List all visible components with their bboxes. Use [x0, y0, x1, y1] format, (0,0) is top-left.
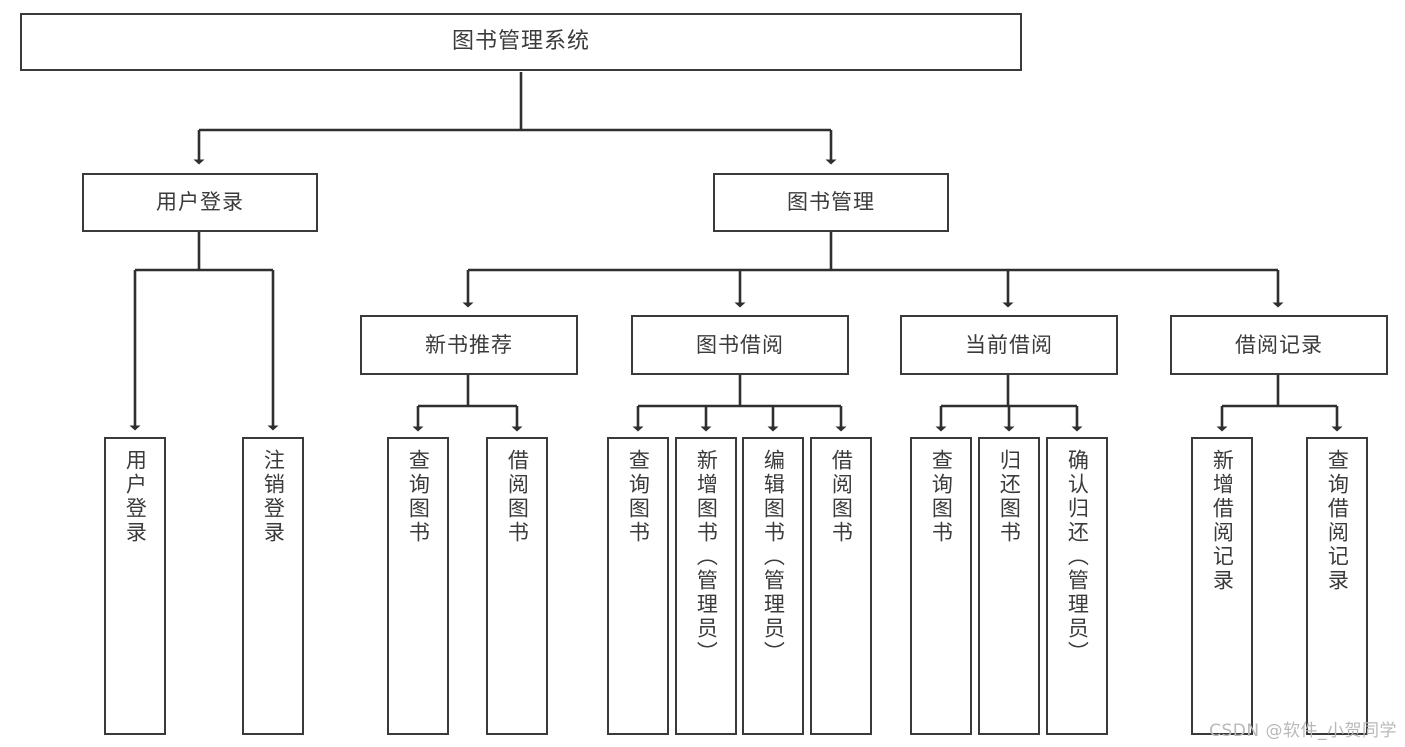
node-label: 用户登录	[123, 449, 148, 545]
node-leaf-query-book-2[interactable]: 查询图书	[607, 437, 669, 735]
node-leaf-user-login[interactable]: 用户登录	[104, 437, 166, 735]
node-label: 新书推荐	[425, 332, 513, 357]
node-label: 新增借阅记录	[1210, 449, 1235, 593]
node-label: 图书管理	[787, 190, 875, 215]
node-label: 借阅记录	[1235, 332, 1323, 357]
node-label: 确认归还（管理员）	[1065, 449, 1090, 665]
node-leaf-query-book-3[interactable]: 查询图书	[910, 437, 972, 735]
node-label: 新增图书（管理员）	[694, 449, 719, 665]
node-label: 查询图书	[929, 449, 954, 545]
node-label: 编辑图书（管理员）	[761, 449, 786, 665]
node-label: 归还图书	[997, 449, 1022, 545]
node-label: 借阅图书	[505, 449, 530, 545]
node-user-login[interactable]: 用户登录	[82, 173, 318, 232]
node-leaf-return-book[interactable]: 归还图书	[978, 437, 1040, 735]
node-label: 借阅图书	[829, 449, 854, 545]
node-label: 查询图书	[406, 449, 431, 545]
node-leaf-logout-login[interactable]: 注销登录	[242, 437, 304, 735]
node-label: 注销登录	[261, 449, 286, 545]
node-book-borrow[interactable]: 图书借阅	[631, 315, 849, 375]
node-label: 用户登录	[156, 190, 244, 215]
node-leaf-confirm-return[interactable]: 确认归还（管理员）	[1046, 437, 1108, 735]
node-leaf-add-book[interactable]: 新增图书（管理员）	[675, 437, 737, 735]
node-leaf-add-record[interactable]: 新增借阅记录	[1191, 437, 1253, 735]
node-leaf-query-book-1[interactable]: 查询图书	[387, 437, 449, 735]
node-leaf-borrow-book-2[interactable]: 借阅图书	[810, 437, 872, 735]
node-label: 查询图书	[626, 449, 651, 545]
node-leaf-edit-book[interactable]: 编辑图书（管理员）	[742, 437, 804, 735]
node-label: 查询借阅记录	[1325, 449, 1350, 593]
node-new-book-recommend[interactable]: 新书推荐	[360, 315, 578, 375]
node-borrow-record[interactable]: 借阅记录	[1170, 315, 1388, 375]
node-leaf-query-record[interactable]: 查询借阅记录	[1306, 437, 1368, 735]
node-label: 当前借阅	[965, 332, 1053, 357]
node-label: 图书借阅	[696, 332, 784, 357]
node-root-system[interactable]: 图书管理系统	[20, 13, 1022, 71]
node-book-manage[interactable]: 图书管理	[713, 173, 949, 232]
node-current-borrow[interactable]: 当前借阅	[900, 315, 1118, 375]
node-leaf-borrow-book-1[interactable]: 借阅图书	[486, 437, 548, 735]
node-label: 图书管理系统	[451, 29, 590, 55]
watermark-text: CSDN @软件_小贺同学	[1209, 721, 1397, 741]
